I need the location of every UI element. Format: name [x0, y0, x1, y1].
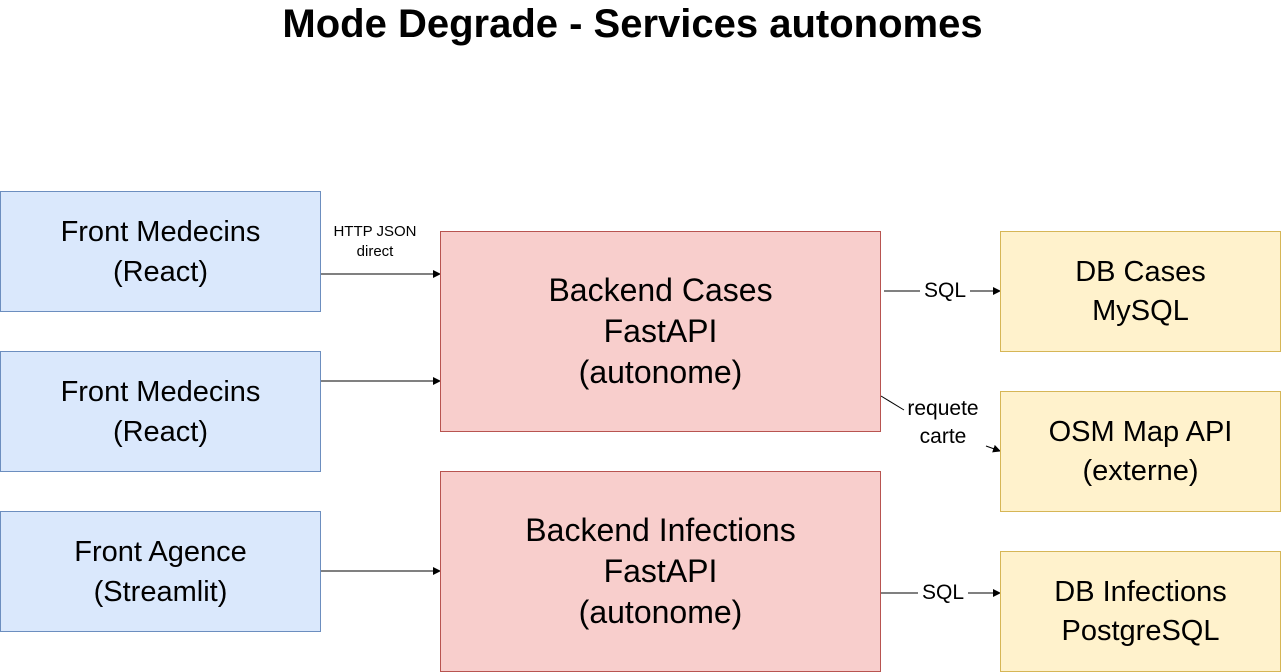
edge-label-requete-carte: requete carte: [907, 397, 979, 448]
backend-cases-label: Backend Cases FastAPI (autonome): [548, 272, 773, 390]
front-agence-label: Front Agence (Streamlit): [74, 535, 247, 608]
db-cases-box: DB Cases MySQL: [1000, 231, 1281, 352]
backend-cases-box: Backend Cases FastAPI (autonome): [440, 231, 881, 432]
db-infections-label: DB Infections PostgreSQL: [1054, 575, 1227, 647]
front-medecins-2-label: Front Medecins (React): [60, 375, 261, 448]
backend-infections-box: Backend Infections FastAPI (autonome): [440, 471, 881, 672]
front-medecins-1-box: Front Medecins (React): [0, 191, 321, 312]
backend-infections-label: Backend Infections FastAPI (autonome): [525, 512, 796, 630]
osm-map-api-label: OSM Map API (externe): [1048, 415, 1233, 487]
db-cases-label: DB Cases MySQL: [1075, 255, 1206, 327]
front-medecins-2-box: Front Medecins (React): [0, 351, 321, 472]
front-agence-box: Front Agence (Streamlit): [0, 511, 321, 632]
edge-backend-cases-to-osm: [880, 395, 1000, 451]
db-infections-box: DB Infections PostgreSQL: [1000, 551, 1281, 672]
edge-label-http-json-direct: HTTP JSON direct: [326, 222, 424, 262]
diagram-title: Mode Degrade - Services autonomes: [282, 2, 983, 46]
edge-label-sql-infections: SQL: [918, 579, 968, 607]
front-medecins-1-label: Front Medecins (React): [60, 215, 261, 288]
edge-label-sql-cases: SQL: [920, 277, 970, 305]
osm-map-api-box: OSM Map API (externe): [1000, 391, 1281, 512]
